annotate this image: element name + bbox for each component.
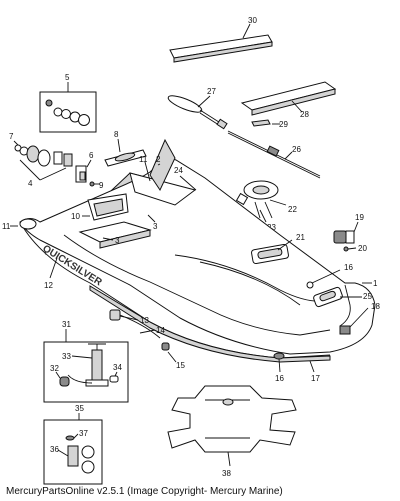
callout-35: 35 xyxy=(75,404,84,413)
callout-12: 12 xyxy=(44,281,53,290)
valve-cap-22: 22 xyxy=(243,180,297,214)
callout-13: 13 xyxy=(140,316,149,325)
valve-parts-19: 19 20 xyxy=(333,213,367,253)
callout-6: 6 xyxy=(89,151,94,160)
callout-11-bow: 11 xyxy=(2,222,11,231)
callout-24: 24 xyxy=(174,166,183,175)
callout-22: 22 xyxy=(288,205,297,214)
callout-10: 10 xyxy=(71,212,80,221)
fittings-23: 23 xyxy=(235,192,276,232)
oar-27: 27 xyxy=(167,87,228,130)
callout-29: 29 xyxy=(279,120,288,129)
oar-26: 26 xyxy=(227,130,321,179)
callout-16-lower: 16 xyxy=(275,374,284,383)
callout-15: 15 xyxy=(176,361,185,370)
transom-board-28: 28 xyxy=(240,81,337,119)
callout-3-right: 3 xyxy=(153,222,158,231)
repair-kit-box-35: 35 37 36 xyxy=(43,404,103,485)
cord-14: 14 15 xyxy=(139,326,185,370)
valve-adapter-13: 13 xyxy=(109,309,161,339)
callout-2: 2 xyxy=(156,155,161,164)
handle-8: 8 xyxy=(104,130,147,167)
callout-19: 19 xyxy=(355,213,364,222)
callout-30: 30 xyxy=(248,16,257,25)
image-caption: MercuryPartsOnline v2.5.1 (Image Copyrig… xyxy=(6,486,283,497)
callout-14: 14 xyxy=(156,326,165,335)
callout-27: 27 xyxy=(207,87,216,96)
seat-board-30: 30 xyxy=(169,16,273,63)
callout-36: 36 xyxy=(50,445,59,454)
callout-37: 37 xyxy=(79,429,88,438)
callout-1: 1 xyxy=(373,279,378,288)
callout-32: 32 xyxy=(50,364,59,373)
valve-kit-box-5: 5 xyxy=(39,73,97,133)
callout-9: 9 xyxy=(99,181,104,190)
callout-28: 28 xyxy=(300,110,309,119)
callout-20: 20 xyxy=(358,244,367,253)
floor-board-38: 38 xyxy=(167,385,297,478)
callout-26: 26 xyxy=(292,145,301,154)
callout-31: 31 xyxy=(62,320,71,329)
callout-21: 21 xyxy=(296,233,305,242)
callout-4: 4 xyxy=(28,179,33,188)
pump-kit-box-31: 31 33 32 34 xyxy=(43,320,129,403)
valve-assembly-4: 7 4 xyxy=(9,132,73,188)
callout-25: 25 xyxy=(363,292,372,301)
callout-23: 23 xyxy=(267,223,276,232)
callout-3-left: 3 xyxy=(115,236,120,245)
callout-8: 8 xyxy=(114,130,119,139)
callout-5: 5 xyxy=(65,73,70,82)
callout-7: 7 xyxy=(9,132,14,141)
boat-hull: QUICKSILVER xyxy=(19,138,376,363)
callout-16-upper: 16 xyxy=(344,263,353,272)
callout-11-upper: 11 xyxy=(139,155,148,164)
callout-33: 33 xyxy=(62,352,71,361)
callout-38: 38 xyxy=(222,469,231,478)
oarlock-6: 6 9 xyxy=(75,151,104,190)
hull-callouts: 2 11 11 10 3 3 24 12 21 16 1 25 18 16 17 xyxy=(2,155,380,383)
callout-17: 17 xyxy=(311,374,320,383)
callout-18: 18 xyxy=(371,302,380,311)
callout-34: 34 xyxy=(113,363,122,372)
strip-29: 29 xyxy=(251,119,288,129)
